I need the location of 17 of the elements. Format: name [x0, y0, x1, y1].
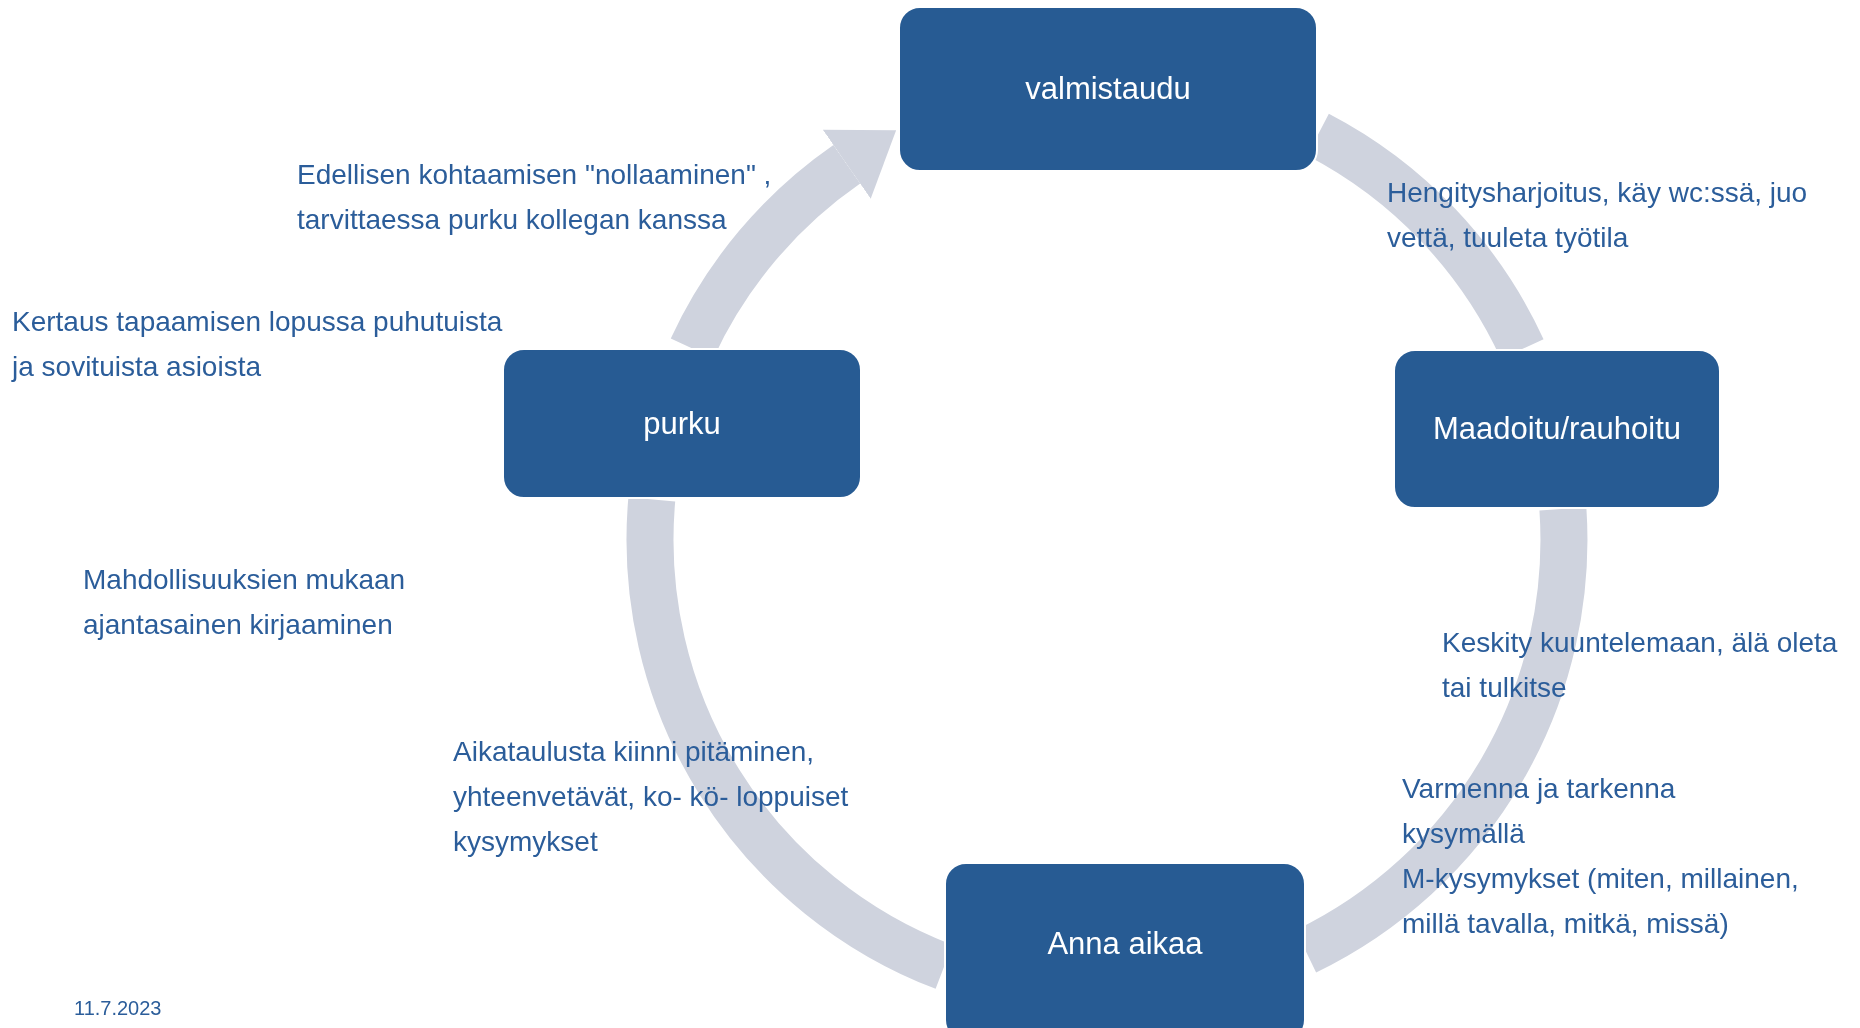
note-text: Edellisen kohtaamisen "nollaaminen" , tarvittaessa purku kollegan kanssa [297, 158, 773, 237]
date-text: 11.7.2023 [74, 996, 163, 1020]
note-text: M-kysymykset (miten, millainen, millä tavalla, mitkä, missä) [1402, 862, 1800, 941]
node-label: purku [643, 405, 721, 442]
node-label: Maadoitu/rauhoitu [1432, 411, 1682, 447]
process-box [944, 862, 1306, 1028]
node-label: Anna aikaa [1047, 926, 1203, 962]
note-text: Mahdollisuuksien mukaan ajantasainen kirjaaminen [83, 563, 407, 642]
note-text: Varmenna ja tarkenna kysymällä [1402, 772, 1677, 851]
process-box [898, 6, 1318, 172]
note-text: Kertaus tapaamisen lopussa puhutuista ja sovituista asioista [12, 305, 504, 384]
process-box [1393, 349, 1721, 509]
note-text: Aikataulusta kiinni pitäminen, yhteenvetävät, ko- kö- loppuiset kysymykset [453, 735, 850, 859]
node-label: valmistaudu [1025, 71, 1191, 107]
note-text: Keskity kuuntelemaan, älä oleta tai tulkitse [1442, 626, 1839, 705]
process-box [502, 348, 862, 499]
note-text: Hengitysharjoitus, käy wc:ssä, juo vettä, tuuleta työtila [1387, 176, 1809, 255]
